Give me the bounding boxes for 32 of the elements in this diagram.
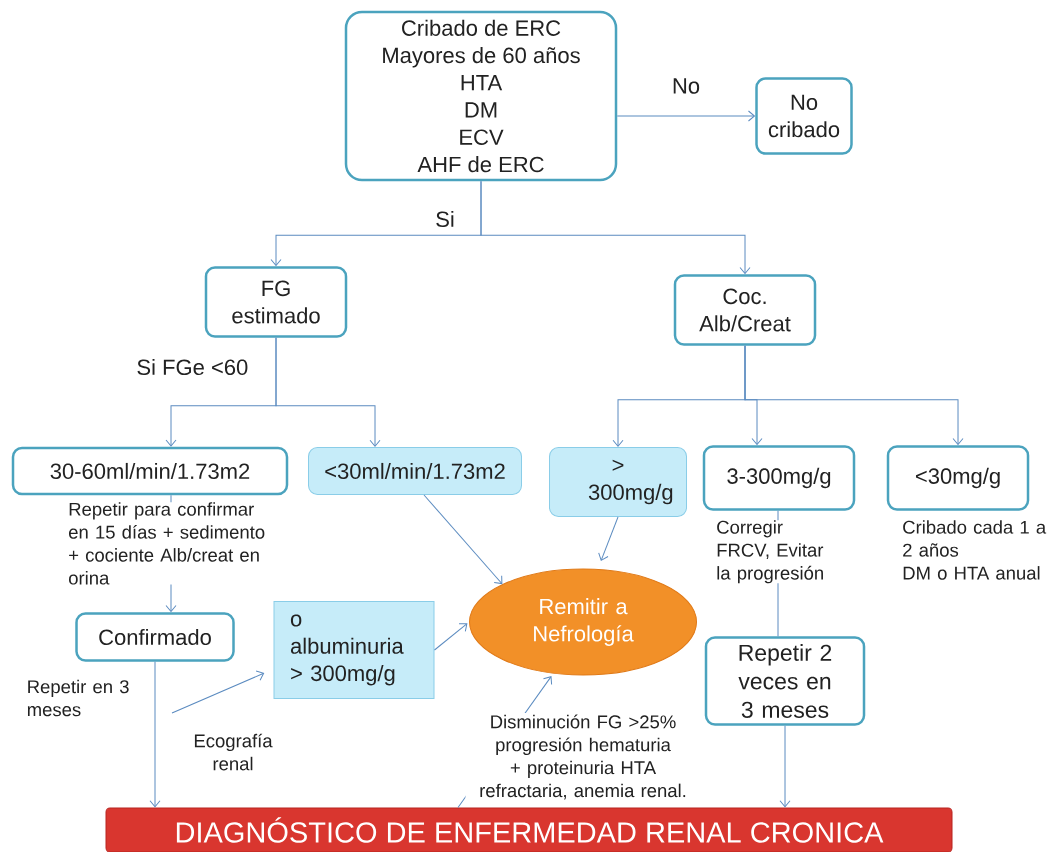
arrow bbox=[480, 180, 751, 274]
edge-label: No bbox=[670, 76, 702, 96]
process-box: Coc. Alb/Creat bbox=[673, 274, 817, 346]
process-box: <30mg/g bbox=[886, 445, 1030, 511]
note-text: Cribado cada 1 a 2 años DM o HTA anual bbox=[902, 520, 1059, 580]
process-box: <30ml/min/1.73m2 bbox=[308, 447, 522, 495]
process-box: FG estimado bbox=[204, 266, 348, 338]
arrow bbox=[149, 661, 161, 808]
edge-label: Disminución FG >25% progresión hematuria + proteinuria HTA refractaria, anemia renal. bbox=[465, 713, 701, 801]
process-box: 3-300mg/g bbox=[702, 445, 856, 511]
arrow bbox=[616, 110, 755, 122]
arrow bbox=[598, 516, 619, 561]
diagnosis-banner: DIAGNÓSTICO DE ENFERMEDAD RENAL CRONICA bbox=[105, 807, 953, 852]
process-box: No cribado bbox=[755, 77, 853, 155]
edge-label: Si bbox=[433, 209, 457, 229]
note-text: Corregir FRCV, Evitar la progresión bbox=[716, 520, 833, 584]
edge-label: Ecografía renal bbox=[181, 732, 285, 772]
arrow bbox=[744, 345, 964, 445]
criteria-box: Cribado de ERC Mayores de 60 años HTA DM ECV AHF de ERC bbox=[344, 10, 618, 182]
edge-label: Si FGe <60 bbox=[134, 357, 250, 377]
note-text: Repetir para confirmar en 15 días + sedimento + cociente Alb/creat en orina bbox=[68, 502, 279, 585]
edge-label: Repetir en 3 meses bbox=[25, 678, 145, 718]
arrow bbox=[275, 337, 381, 447]
process-box: 30-60ml/min/1.73m2 bbox=[11, 446, 289, 496]
process-box: > 300mg/g bbox=[549, 447, 687, 517]
process-box: Repetir 2 veces en 3 meses bbox=[704, 636, 866, 726]
arrow bbox=[434, 623, 468, 651]
arrow bbox=[423, 494, 503, 585]
arrow bbox=[779, 725, 791, 808]
process-box: Confirmado bbox=[75, 612, 235, 662]
arrow bbox=[171, 670, 265, 714]
process-box: o albuminuria > 300mg/g bbox=[273, 601, 435, 699]
